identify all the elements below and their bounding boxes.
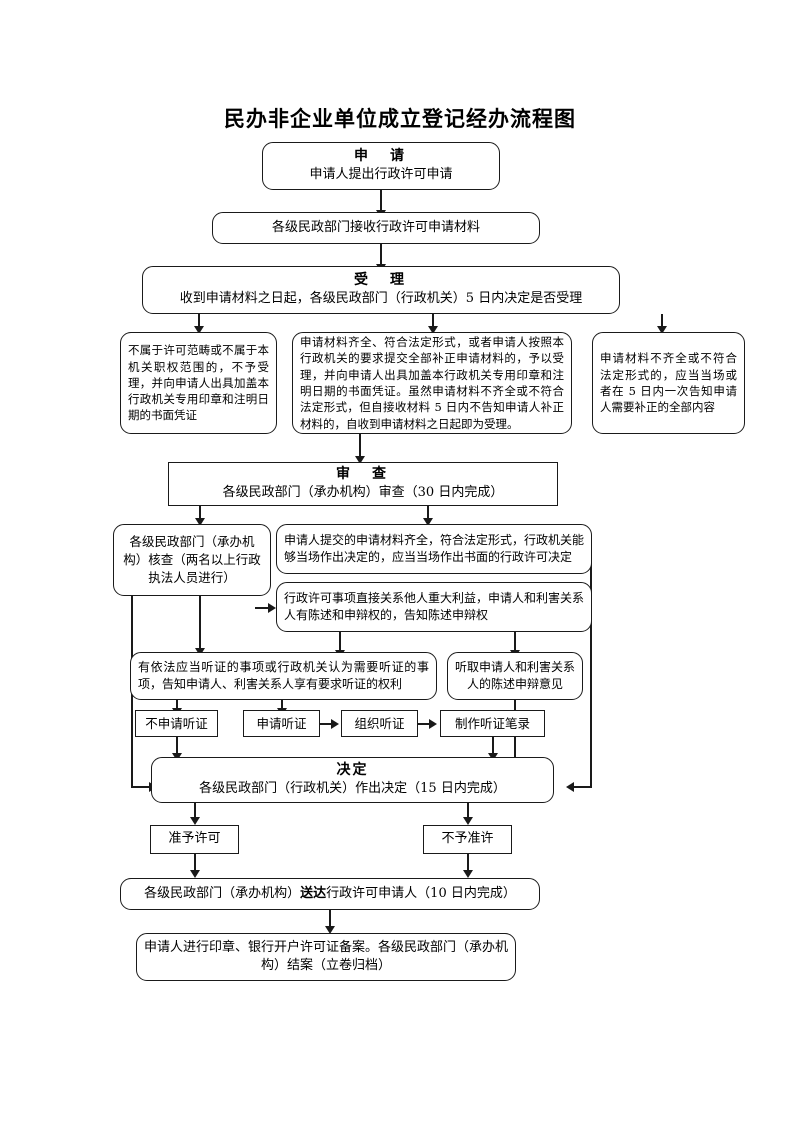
arrowhead-verify-to-third-party [268, 603, 276, 613]
connector-approve-to-serve [194, 854, 196, 872]
connector-third-party-to-hear [514, 632, 516, 652]
node-receive-materials: 各级民政部门接收行政许可申请材料 [212, 212, 540, 244]
connector-request-to-organize [320, 723, 334, 725]
connector-hearing-rights-to-no-request [176, 700, 178, 710]
connector-third-party-to-hearing-rights [339, 632, 341, 652]
arrowhead-acceptance-to-left [194, 326, 204, 334]
connector-acceptance-to-left [198, 314, 200, 328]
serve-suffix: 行政许可申请人（10 日内完成） [326, 885, 516, 901]
node-organize-hearing-body: 组织听证 [354, 715, 405, 731]
connector-no-request-to-decision [176, 737, 178, 755]
node-hear-statements: 听取申请人和利害关系人的陈述申辩意见 [447, 652, 583, 700]
node-reject-body: 不予准许 [441, 831, 494, 847]
connector-apply-to-receive [380, 190, 382, 212]
node-filing-body: 申请人进行印章、银行开户许可证备案。各级民政部门（承办机构）结案（立卷归档） [144, 939, 509, 973]
arrowhead-decision-to-reject [463, 817, 473, 825]
connector-organize-to-record [418, 723, 432, 725]
node-apply: 申 请 申请人提出行政许可申请 [262, 142, 500, 190]
node-third-party-rights-body: 行政许可事项直接关系他人重大利益，申请人和利害关系人有陈述和申辩权的，告知陈述申… [284, 590, 585, 622]
serve-prefix: 各级民政部门（承办机构） [144, 885, 301, 901]
node-on-site-decision: 申请人提交的申请材料齐全，符合法定形式，行政机关能够当场作出决定的，应当当场作出… [276, 524, 592, 574]
connector-review-to-verify [199, 506, 201, 520]
connector-acceptance-to-right [661, 314, 663, 328]
connector-accept-to-review [359, 434, 361, 458]
node-receive-materials-body: 各级民政部门接收行政许可申请材料 [271, 219, 480, 235]
connector-decision-to-approve [194, 803, 196, 819]
node-hearing-rights: 有依法应当听证的事项或行政机关认为需要听证的事项，告知申请人、利害关系人享有要求… [130, 652, 437, 700]
connector-hear-to-decision-vertical [514, 700, 516, 786]
node-verify-body: 各级民政部门（承办机构）核查（两名以上行政执法人员进行） [123, 534, 261, 585]
node-acceptance-heading: 受 理 [354, 272, 408, 289]
node-hearing-request-body: 申请听证 [256, 715, 307, 731]
node-serve-applicant-body: 各级民政部门（承办机构）送达行政许可申请人（10 日内完成） [144, 885, 516, 903]
node-no-hearing-request-body: 不申请听证 [145, 715, 208, 731]
connector-reject-to-serve [467, 854, 469, 872]
arrowhead-onsite-to-decision-right [566, 782, 574, 792]
node-hearing-request: 申请听证 [243, 710, 320, 737]
node-review-heading: 审 查 [336, 466, 390, 483]
node-approve: 准予许可 [150, 825, 239, 854]
arrowhead-accept-to-review [355, 456, 365, 464]
node-third-party-rights: 行政许可事项直接关系他人重大利益，申请人和利害关系人有陈述和申辩权的，告知陈述申… [276, 582, 592, 632]
connector-onsite-right-rail-vertical [590, 549, 592, 786]
node-review: 审 查 各级民政部门（承办机构）审查（30 日内完成） [168, 462, 558, 506]
node-hearing-record: 制作听证笔录 [440, 710, 545, 737]
arrowhead-request-to-organize [331, 719, 339, 729]
connector-verify-left-rail-horizontal [131, 786, 151, 788]
arrowhead-reject-to-serve [463, 870, 473, 878]
node-notify-correction: 申请材料不齐全或不符合法定形式的，应当当场或者在 5 日内一次告知申请人需要补正… [592, 332, 745, 434]
node-not-in-scope: 不属于许可范畴或不属于本机关职权范围的，不予受理，并向申请人出具加盖本行政机关专… [120, 332, 277, 434]
serve-emphasis: 送达 [300, 885, 327, 901]
page-title: 民办非企业单位成立登记经办流程图 [224, 106, 576, 131]
connector-serve-to-filing [329, 910, 331, 928]
node-not-in-scope-body: 不属于许可范畴或不属于本机关职权范围的，不予受理，并向申请人出具加盖本行政机关专… [128, 343, 269, 423]
node-no-hearing-request: 不申请听证 [135, 710, 218, 737]
connector-acceptance-to-center [432, 314, 434, 328]
arrowhead-review-to-onsite [423, 518, 433, 526]
node-on-site-decision-body: 申请人提交的申请材料齐全，符合法定形式，行政机关能够当场作出决定的，应当当场作出… [284, 532, 585, 564]
node-verify: 各级民政部门（承办机构）核查（两名以上行政执法人员进行） [113, 524, 271, 596]
node-filing: 申请人进行印章、银行开户许可证备案。各级民政部门（承办机构）结案（立卷归档） [136, 933, 516, 981]
arrowhead-review-to-verify [195, 518, 205, 526]
node-reject: 不予准许 [423, 825, 512, 854]
node-apply-heading: 申 请 [354, 148, 408, 165]
node-hearing-rights-body: 有依法应当听证的事项或行政机关认为需要听证的事项，告知申请人、利害关系人享有要求… [138, 659, 429, 691]
connector-receive-to-acceptance [380, 244, 382, 266]
node-accept-complete-body: 申请材料齐全、符合法定形式，或者申请人按照本行政机关的要求提交全部补正申请材料的… [300, 335, 564, 431]
arrowhead-organize-to-record [429, 719, 437, 729]
connector-verify-to-hearing-rights [199, 596, 201, 650]
node-decision-body: 各级民政部门（行政机关）作出决定（15 日内完成） [199, 781, 506, 797]
node-decision: 决定 各级民政部门（行政机关）作出决定（15 日内完成） [151, 757, 554, 803]
node-hearing-record-body: 制作听证笔录 [454, 715, 530, 731]
connector-decision-to-reject [467, 803, 469, 819]
node-apply-body: 申请人提出行政许可申请 [309, 167, 453, 183]
node-organize-hearing: 组织听证 [341, 710, 418, 737]
arrowhead-decision-to-approve [190, 817, 200, 825]
node-hear-statements-body: 听取申请人和利害关系人的陈述申辩意见 [455, 659, 576, 691]
connector-hearing-rights-to-request [281, 700, 283, 710]
node-decision-heading: 决定 [336, 762, 369, 779]
arrowhead-acceptance-to-right [657, 326, 667, 334]
connector-record-to-decision [492, 737, 494, 755]
node-approve-body: 准予许可 [168, 831, 221, 847]
connector-review-to-onsite [427, 506, 429, 520]
node-accept-complete: 申请材料齐全、符合法定形式，或者申请人按照本行政机关的要求提交全部补正申请材料的… [292, 332, 572, 434]
node-review-body: 各级民政部门（承办机构）审查（30 日内完成） [222, 485, 504, 501]
node-acceptance: 受 理 收到申请材料之日起，各级民政部门（行政机关）5 日内决定是否受理 [142, 266, 620, 314]
connector-verify-to-third-party-horizontal [255, 607, 271, 609]
arrowhead-approve-to-serve [190, 870, 200, 878]
node-acceptance-body: 收到申请材料之日起，各级民政部门（行政机关）5 日内决定是否受理 [179, 291, 583, 307]
connector-onsite-right-rail-horizontal [572, 786, 592, 788]
node-notify-correction-body: 申请材料不齐全或不符合法定形式的，应当当场或者在 5 日内一次告知申请人需要补正… [600, 351, 737, 415]
arrowhead-serve-to-filing [325, 926, 335, 934]
arrowhead-acceptance-to-center [428, 326, 438, 334]
node-serve-applicant: 各级民政部门（承办机构）送达行政许可申请人（10 日内完成） [120, 878, 540, 910]
